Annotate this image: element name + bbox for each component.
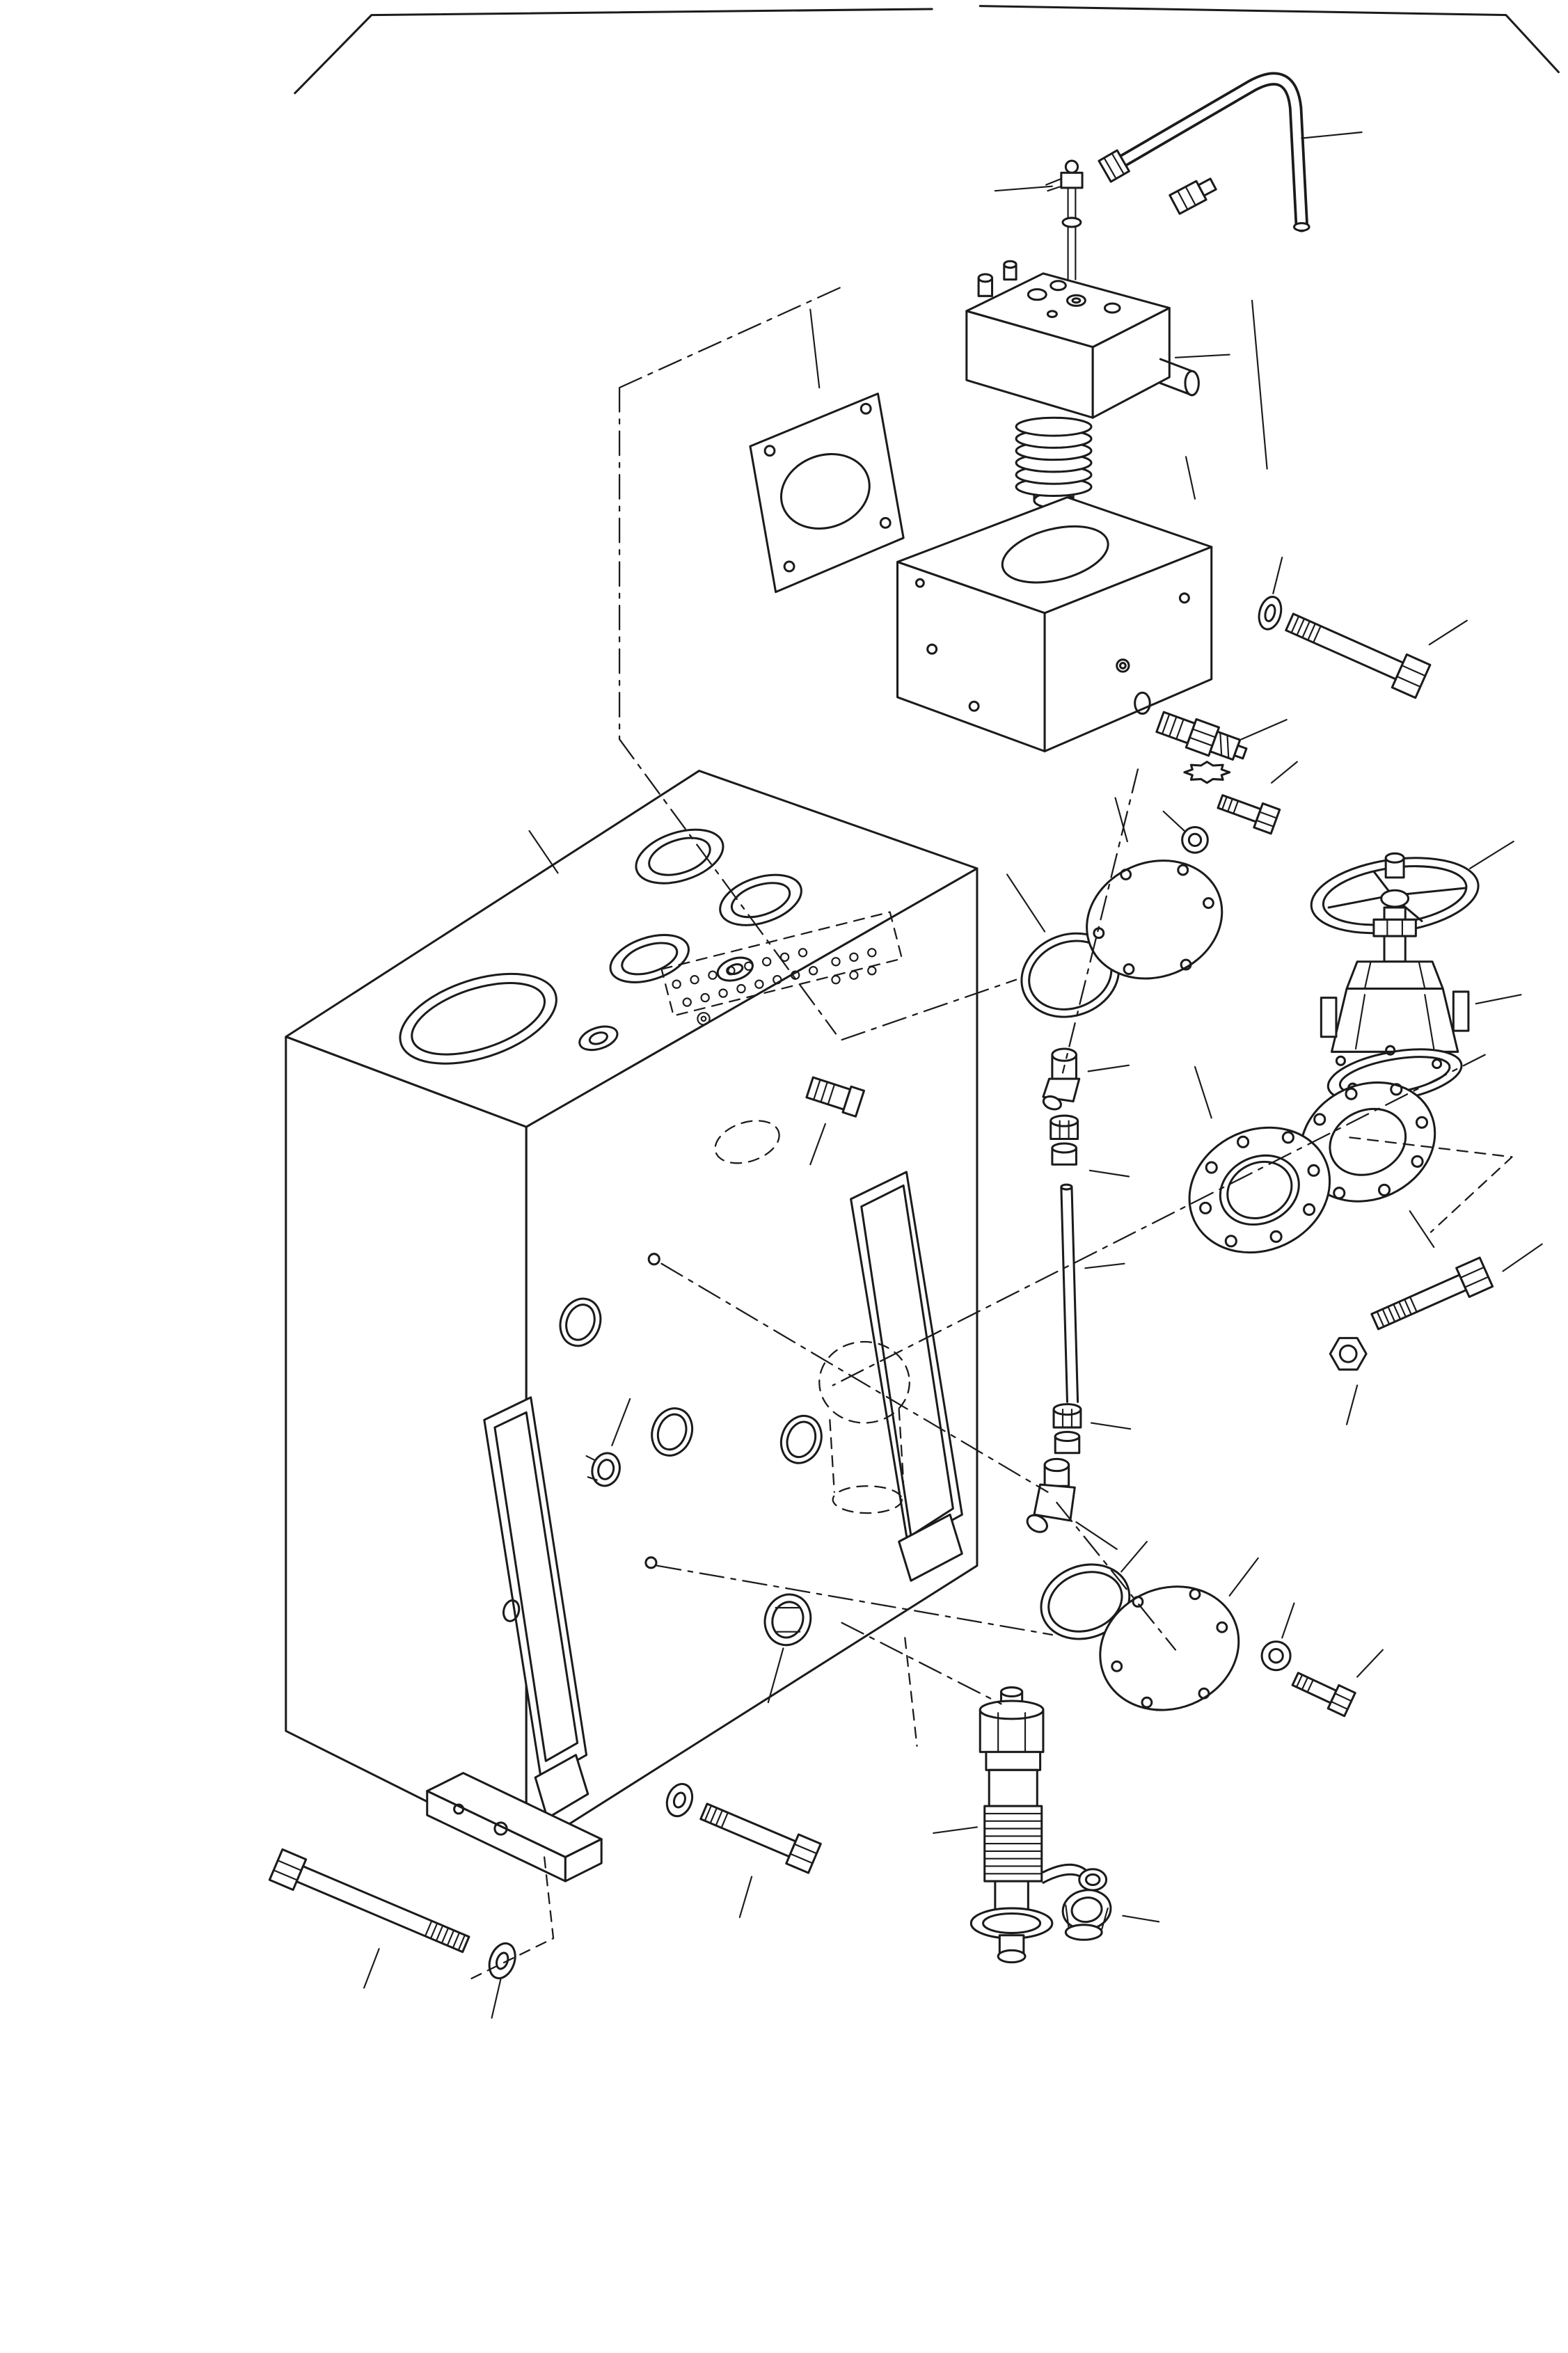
hex-bolt-small — [1217, 794, 1281, 835]
hex-bolt-flange — [1370, 1256, 1494, 1331]
construction-lines — [470, 285, 1513, 1980]
cover-plate-lower — [1099, 1585, 1240, 1711]
bleeder-valve — [1045, 159, 1084, 280]
pump-housing — [896, 496, 1213, 753]
tube-nuts-upper — [1050, 1114, 1079, 1166]
pipe-flange-rear — [1299, 1081, 1436, 1203]
serrated-washer — [1183, 761, 1231, 784]
hose-nut — [1098, 149, 1130, 183]
page-border — [294, 5, 1560, 95]
cover-plate-upper — [1086, 859, 1223, 980]
hex-nut-flange — [1329, 1337, 1368, 1371]
steel-tube — [1060, 1183, 1079, 1403]
hex-bolt-long — [268, 1848, 470, 1954]
elbow-union-lower — [1026, 1457, 1076, 1533]
hose — [1098, 72, 1310, 232]
hex-bolt-cover — [1291, 1672, 1356, 1718]
seal-ring — [1181, 826, 1209, 854]
dust-cap — [1042, 1863, 1112, 1941]
flat-washer-mid — [665, 1782, 694, 1818]
hex-bolt-upper — [1285, 612, 1432, 699]
drain-plug — [763, 1593, 812, 1647]
handwheel — [1310, 852, 1480, 935]
breather-coupling — [969, 1686, 1112, 1964]
inspection-rings — [578, 828, 802, 1052]
side-plate-right — [850, 1171, 963, 1582]
hex-bolt-mid — [699, 1803, 822, 1874]
valve-block — [965, 260, 1200, 419]
o-ring-lower — [1040, 1563, 1131, 1640]
gate-valve — [1310, 852, 1480, 1104]
tank-ports — [558, 1253, 823, 1748]
tube-nuts-lower — [1052, 1403, 1082, 1455]
tank-top-fitting — [805, 1076, 865, 1118]
bellows — [1015, 416, 1093, 509]
small-plug — [585, 1452, 621, 1487]
gasket-plate — [749, 393, 905, 594]
flat-washer-small — [1260, 1640, 1292, 1672]
valve-block-port — [1159, 358, 1200, 397]
filler-opening — [399, 972, 557, 1065]
flat-washer-long — [488, 1942, 516, 1980]
side-plate-left — [483, 1396, 589, 1819]
pipe-flange-front — [1188, 1126, 1331, 1254]
leader-lines — [363, 131, 1543, 2019]
hose-fitting — [1169, 177, 1217, 215]
base-beam — [426, 1772, 603, 1883]
elbow-union-upper — [1042, 1047, 1081, 1111]
flat-washer-upper — [1258, 596, 1283, 631]
relief-fitting — [1155, 711, 1248, 761]
hydraulic-tank — [285, 770, 979, 1883]
